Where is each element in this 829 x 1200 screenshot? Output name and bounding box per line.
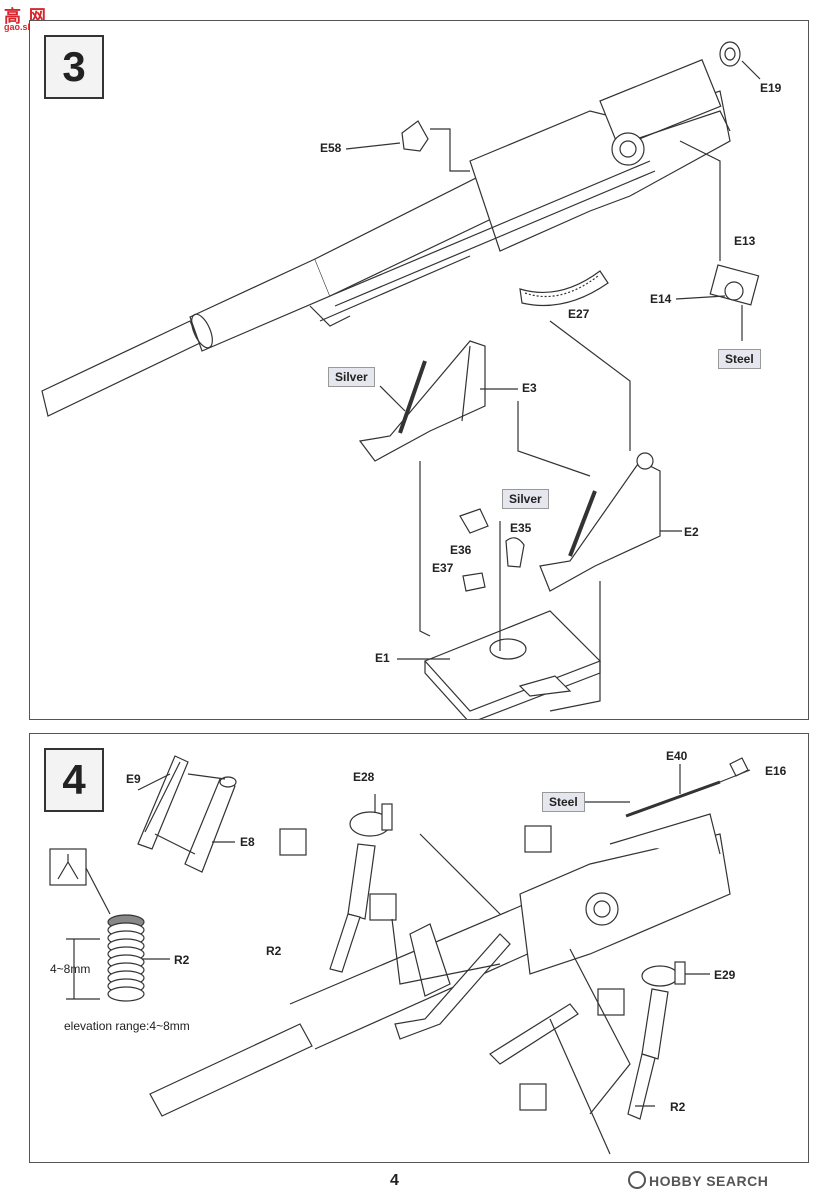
part-E36 bbox=[459, 508, 489, 534]
step-4-diagram bbox=[49, 755, 751, 1155]
label-E58: E58 bbox=[320, 141, 342, 155]
label-R2: R2 bbox=[174, 953, 190, 967]
watermark: HOBBY SEARCH bbox=[628, 1171, 768, 1189]
label-R2: R2 bbox=[670, 1100, 686, 1114]
wrench-icon-box bbox=[279, 828, 307, 856]
label-E13: E13 bbox=[734, 234, 756, 248]
breech-housing bbox=[519, 833, 731, 975]
wrench-icon-box bbox=[524, 825, 552, 853]
label-E36: E36 bbox=[450, 543, 472, 557]
label-E1: E1 bbox=[375, 651, 390, 665]
label-E19: E19 bbox=[760, 81, 782, 95]
wrench-icon-box bbox=[369, 893, 397, 921]
bipod-right bbox=[489, 1003, 579, 1065]
barrel-sleeve bbox=[189, 258, 331, 352]
step-number: 3 bbox=[44, 35, 104, 99]
part-E37 bbox=[462, 572, 486, 592]
label-E16: E16 bbox=[765, 764, 787, 778]
elevation-arc bbox=[519, 270, 609, 307]
wrench-icon-box bbox=[519, 1083, 547, 1111]
bipod-left bbox=[394, 933, 511, 1040]
part-E35 bbox=[505, 537, 525, 568]
step-number: 4 bbox=[44, 748, 104, 812]
step-3-panel: 3 bbox=[29, 20, 809, 720]
label-E28: E28 bbox=[353, 770, 375, 784]
spring-stack bbox=[107, 914, 145, 1002]
label-E8: E8 bbox=[240, 835, 255, 849]
label-E2: E2 bbox=[684, 525, 699, 539]
part-E8 bbox=[184, 778, 236, 873]
part-E3 bbox=[358, 340, 486, 462]
part-E9 bbox=[137, 755, 189, 850]
material-tag-steel: Steel bbox=[542, 792, 585, 812]
label-E40: E40 bbox=[666, 749, 688, 763]
label-R2: R2 bbox=[266, 944, 282, 958]
elevation-range-note: elevation range:4~8mm bbox=[64, 1019, 190, 1033]
step-3-diagram bbox=[41, 41, 761, 719]
label-E29: E29 bbox=[714, 968, 736, 982]
part-E29 bbox=[641, 965, 679, 987]
label-E27: E27 bbox=[568, 307, 590, 321]
material-tag-steel: Steel bbox=[718, 349, 761, 369]
gun-barrel bbox=[41, 320, 201, 417]
watermark-text: HOBBY SEARCH bbox=[649, 1173, 769, 1189]
part-E58 bbox=[401, 120, 429, 152]
label-E35: E35 bbox=[510, 521, 532, 535]
gun-barrel bbox=[149, 1023, 313, 1117]
page-number: 4 bbox=[390, 1172, 399, 1189]
part-E40 bbox=[625, 780, 721, 818]
label-E14: E14 bbox=[650, 292, 672, 306]
part-E1 bbox=[423, 610, 602, 712]
cutter-icon-box bbox=[49, 848, 87, 886]
part-E16 bbox=[729, 757, 749, 777]
label-E37: E37 bbox=[432, 561, 454, 575]
part-E19 bbox=[719, 41, 741, 67]
shock-absorber-right bbox=[641, 988, 669, 1060]
part-E2 bbox=[539, 460, 661, 592]
breech-housing bbox=[469, 90, 731, 252]
step-4-panel: 4 bbox=[29, 733, 809, 1163]
watermark-logo-icon bbox=[628, 1171, 646, 1189]
material-tag-silver: Silver bbox=[328, 367, 375, 387]
dimension-label: 4~8mm bbox=[50, 962, 91, 976]
material-tag-silver: Silver bbox=[502, 489, 549, 509]
cradle bbox=[319, 160, 656, 322]
label-E9: E9 bbox=[126, 772, 141, 786]
label-E3: E3 bbox=[522, 381, 537, 395]
